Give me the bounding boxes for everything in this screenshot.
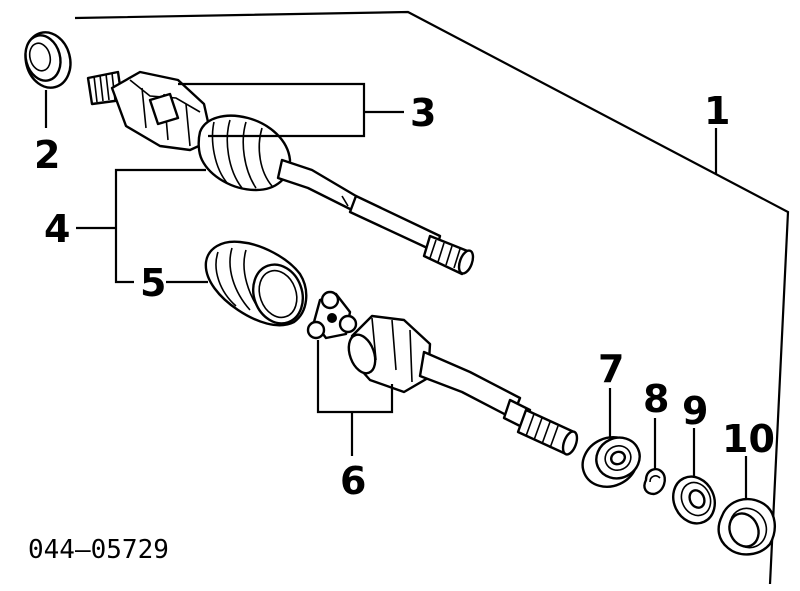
upper-drive-shaft bbox=[86, 70, 475, 276]
callout-1: 1 bbox=[704, 89, 730, 133]
callout-4: 4 bbox=[44, 207, 70, 251]
part-6-inner-joint bbox=[306, 290, 579, 456]
part-8-snap-ring bbox=[643, 468, 666, 496]
callout-2: 2 bbox=[34, 133, 60, 177]
part-5-boot bbox=[204, 240, 308, 327]
assembly-frame bbox=[74, 10, 790, 585]
callout-9: 9 bbox=[682, 389, 708, 433]
callout-8: 8 bbox=[643, 377, 669, 421]
catalog-code: 044–05729 bbox=[28, 535, 169, 565]
callout-10: 10 bbox=[722, 417, 775, 461]
callout-7: 7 bbox=[598, 347, 624, 391]
leader-4 bbox=[114, 168, 206, 284]
leader-3 bbox=[178, 82, 366, 138]
part-9-seal bbox=[672, 475, 716, 525]
callout-3: 3 bbox=[410, 91, 436, 135]
callout-5: 5 bbox=[140, 261, 166, 305]
part-10-dust-cover bbox=[717, 497, 776, 556]
leader-6 bbox=[316, 340, 394, 414]
callout-6: 6 bbox=[340, 459, 366, 503]
part-7-bearing bbox=[581, 436, 641, 488]
part-2-cap-ring bbox=[24, 31, 72, 89]
